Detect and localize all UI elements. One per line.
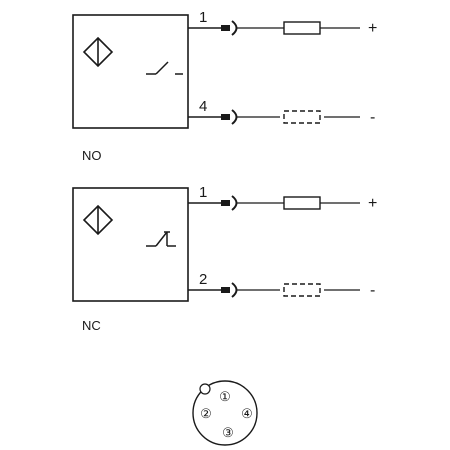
plug-contact <box>221 25 230 31</box>
socket-contact-icon <box>231 195 238 211</box>
connector-pin-1: ① <box>219 389 231 404</box>
socket-contact-icon <box>231 109 238 125</box>
normally-closed-switch-icon <box>146 231 176 247</box>
wire-no-pin1: 1 + <box>188 9 377 37</box>
circuit-no: 1 + 4 - NO <box>72 9 377 163</box>
plug-contact <box>221 114 230 120</box>
polarity-negative: - <box>370 282 375 299</box>
socket-contact-icon <box>231 20 238 36</box>
pin-number: 4 <box>199 98 207 115</box>
wire-nc-pin1: 1 + <box>188 184 377 212</box>
polarity-positive: + <box>368 20 377 37</box>
pin-number: 1 <box>199 184 207 201</box>
connector-pin-4: ④ <box>241 406 253 421</box>
polarity-positive: + <box>368 195 377 212</box>
connector-pin-2: ② <box>200 406 212 421</box>
inductive-sensor-icon <box>82 36 114 68</box>
socket-contact-icon <box>231 282 238 298</box>
load-resistor-icon <box>283 21 321 35</box>
wire-nc-pin2: 2 - <box>188 271 375 299</box>
load-dashed-resistor-icon <box>283 110 321 124</box>
load-dashed-resistor-icon <box>283 283 321 297</box>
circuit-label-nc: NC <box>82 318 101 333</box>
wire-no-pin4: 4 - <box>188 98 375 126</box>
polarity-negative: - <box>370 109 375 126</box>
pin-number: 1 <box>199 9 207 26</box>
plug-contact <box>221 287 230 293</box>
normally-open-switch-icon <box>146 61 183 75</box>
connector-key-notch <box>199 383 211 395</box>
pin-number: 2 <box>199 271 207 288</box>
plug-contact <box>221 200 230 206</box>
connector-face: ① ② ③ ④ <box>192 380 258 446</box>
circuit-label-no: NO <box>82 148 102 163</box>
inductive-sensor-icon <box>82 204 114 236</box>
connector-pin-3: ③ <box>222 425 234 440</box>
connector-outline <box>192 380 258 446</box>
sensor-box-no <box>72 14 189 129</box>
load-resistor-icon <box>283 196 321 210</box>
sensor-box-nc <box>72 187 189 302</box>
circuit-nc: 1 + 2 - NC <box>72 184 377 333</box>
